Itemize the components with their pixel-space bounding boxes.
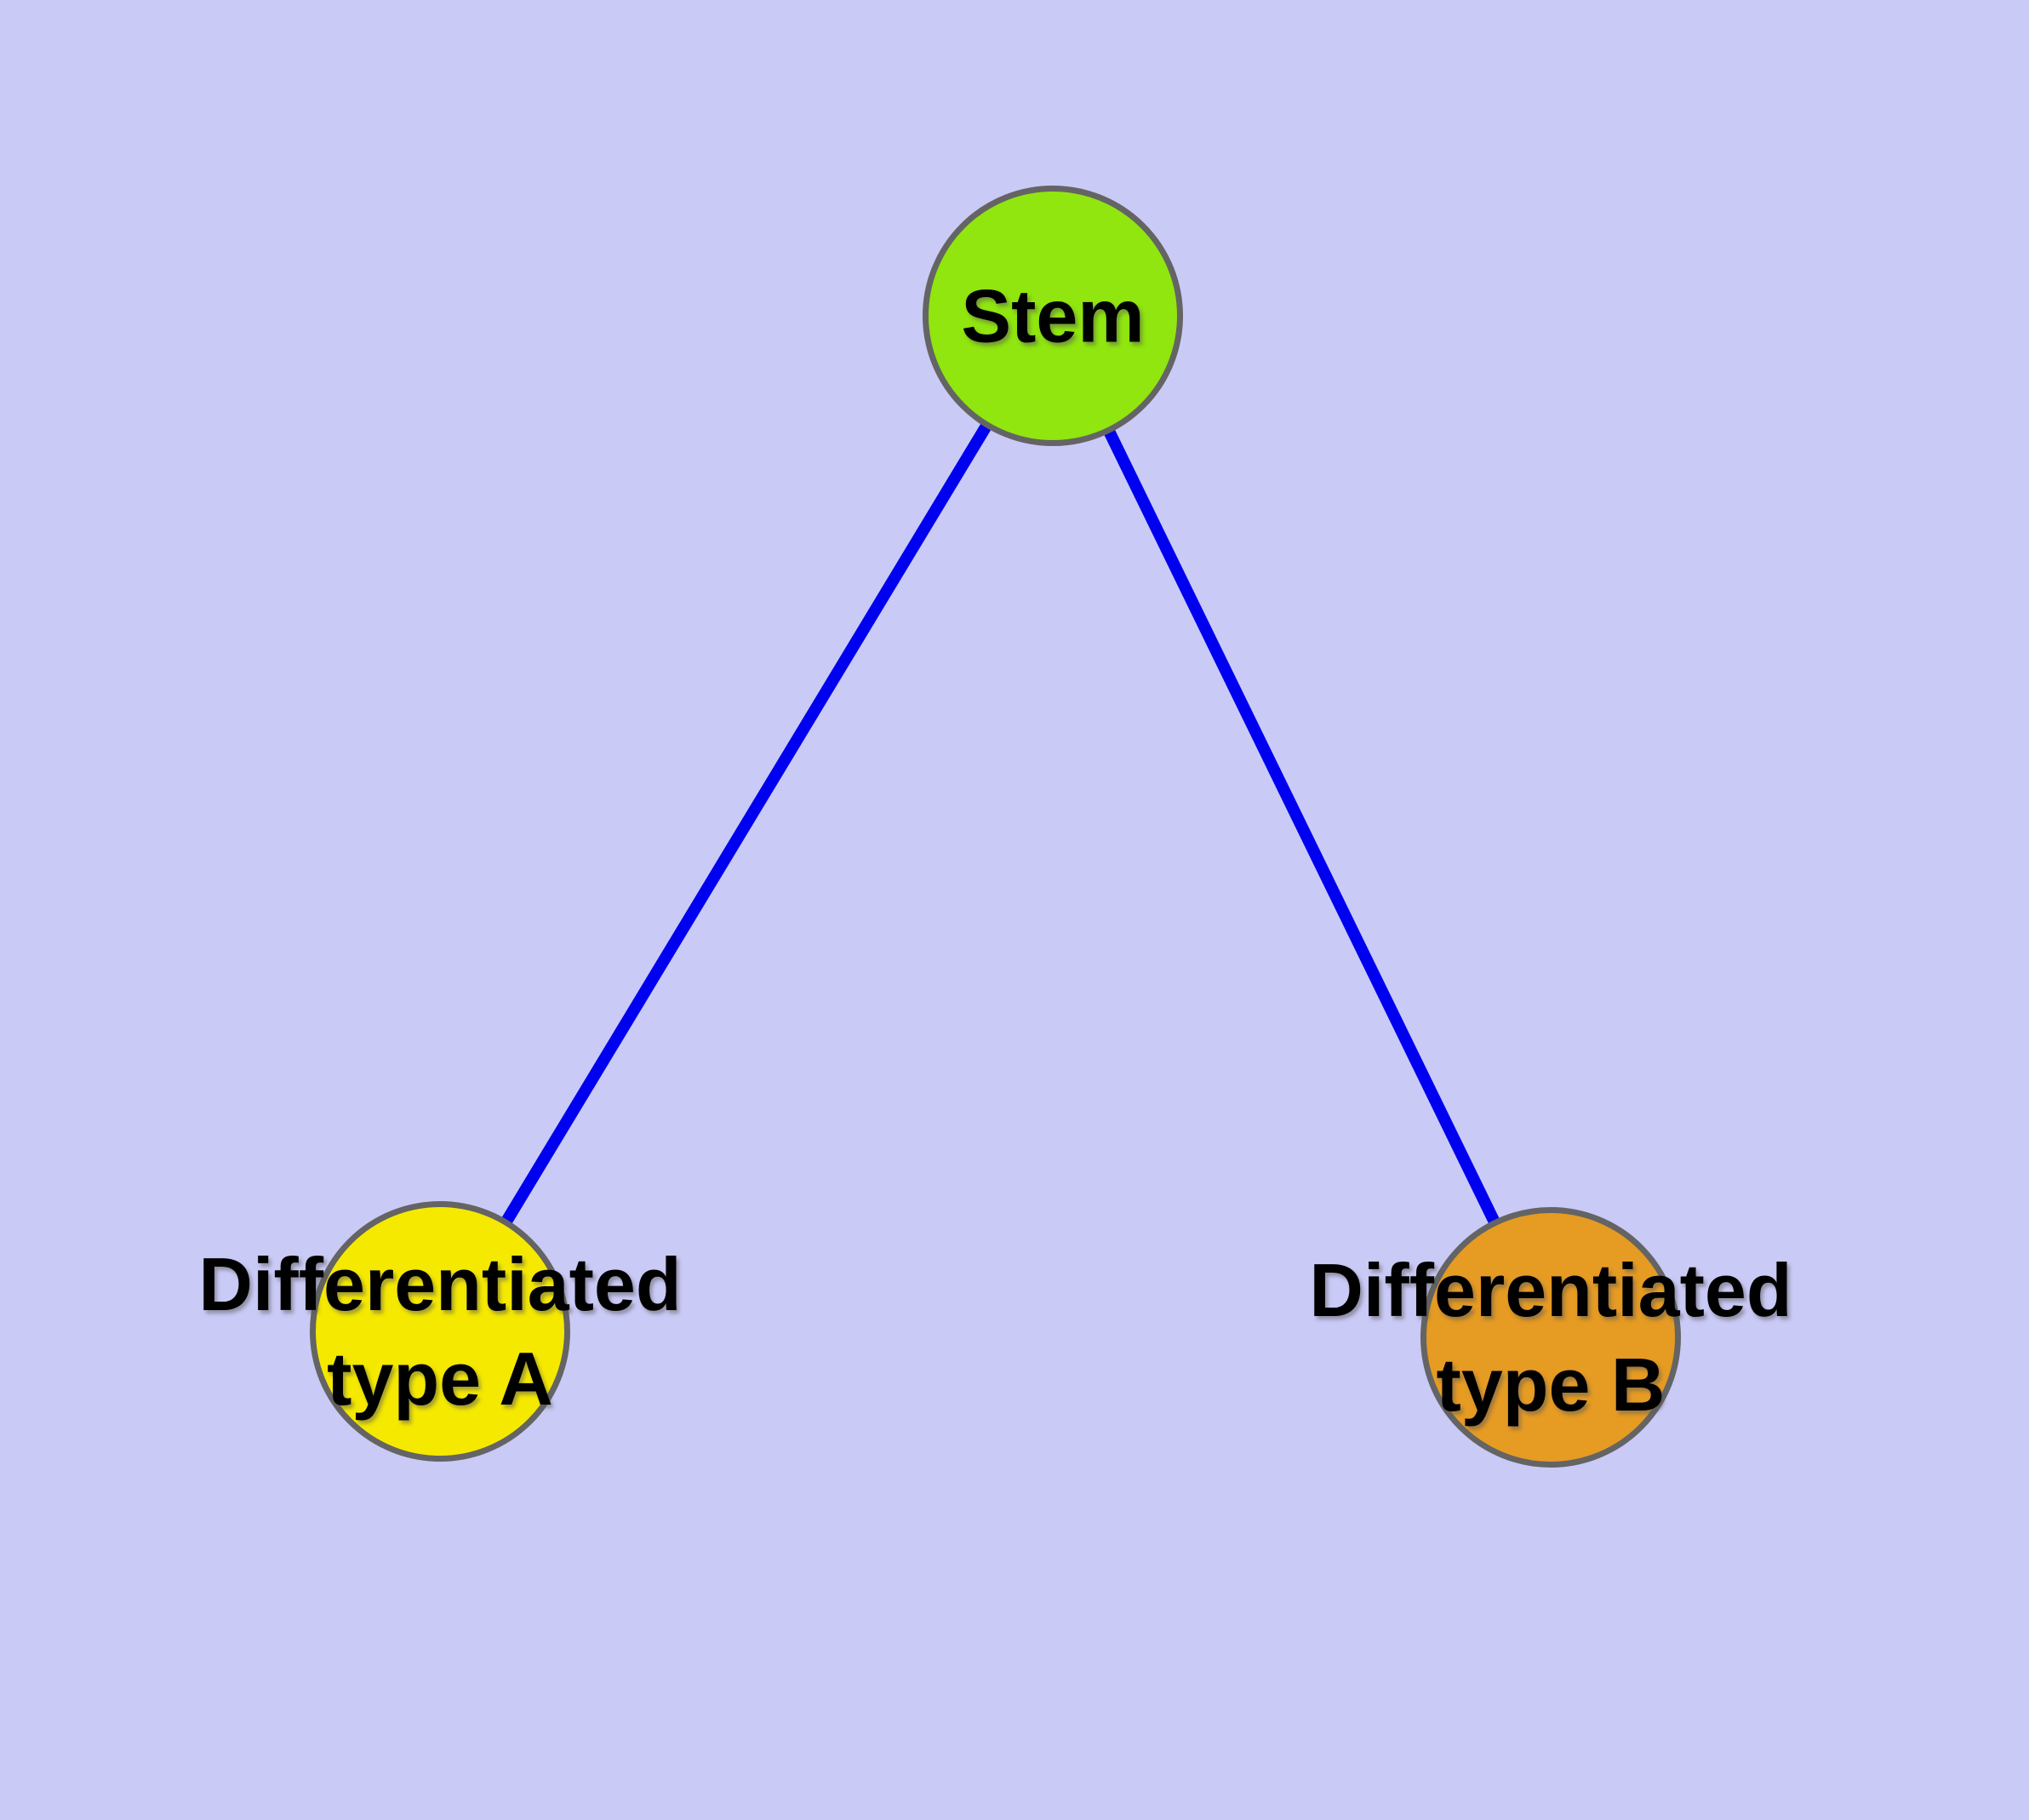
node-differentiated-type-a[interactable]: Differentiated type A [198,1201,682,1462]
edge-stem-to-type-a [435,312,1058,1335]
node-differentiated-type-b[interactable]: Differentiated type B [1309,1207,1792,1468]
node-stem-label-line: Stem [961,273,1145,358]
edge-stem-to-type-b [1047,312,1557,1341]
node-stem[interactable]: Stem [923,186,1183,446]
node-stem-label: Stem [961,269,1144,363]
